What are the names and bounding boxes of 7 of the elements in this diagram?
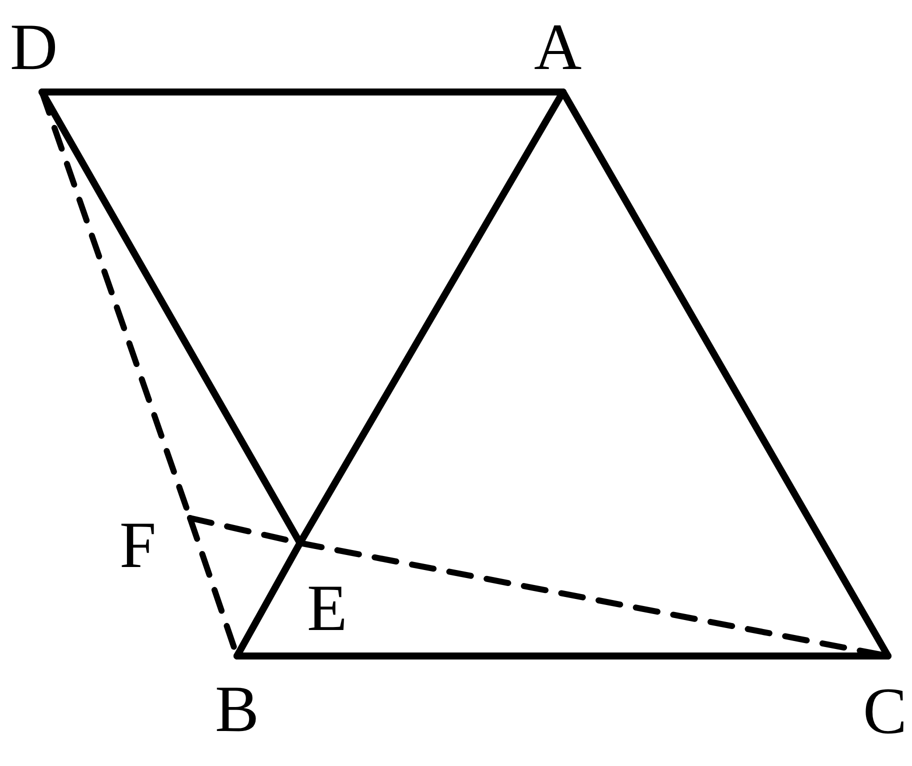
point-label: A xyxy=(534,15,582,81)
line-segment xyxy=(234,652,892,660)
point-label: D xyxy=(10,15,58,81)
point-label: B xyxy=(215,677,260,743)
point-label: F xyxy=(120,513,156,579)
point-label: E xyxy=(307,576,348,642)
point-label: C xyxy=(863,679,908,745)
